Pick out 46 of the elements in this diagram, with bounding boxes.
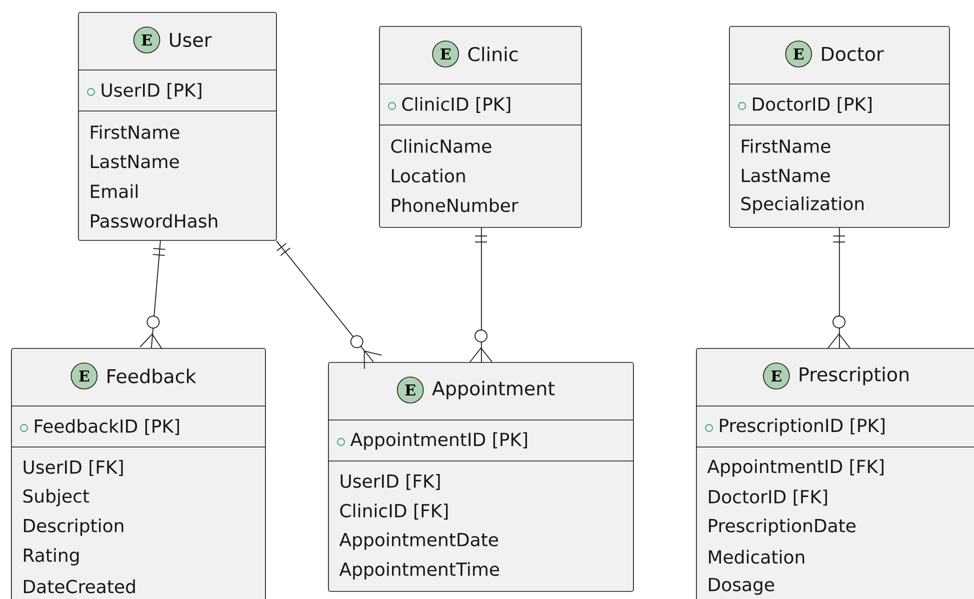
attribute: ClinicName bbox=[391, 139, 492, 153]
entity-badge: E bbox=[785, 40, 812, 68]
attribute: UserID [FK] bbox=[340, 474, 440, 490]
attribute: DoctorID [FK] bbox=[708, 490, 827, 506]
attribute: Dosage bbox=[708, 578, 774, 595]
primary-key: FeedbackID [PK] bbox=[34, 418, 179, 436]
primary-key: DoctorID [PK] bbox=[752, 96, 872, 114]
entity-title: Clinic bbox=[468, 46, 518, 62]
attribute: PrescriptionDate bbox=[708, 518, 856, 536]
relationship-line bbox=[470, 227, 492, 362]
primary-key: ClinicID [PK] bbox=[402, 96, 510, 114]
attribute: Subject bbox=[23, 488, 90, 506]
relationship-line bbox=[140, 240, 166, 350]
entity-badge: E bbox=[432, 40, 460, 68]
attribute: AppointmentDate bbox=[339, 532, 498, 550]
relationship-line bbox=[276, 240, 382, 370]
attribute: AppointmentID [FK] bbox=[707, 459, 884, 477]
entity-badge: E bbox=[762, 362, 790, 390]
attribute: Location bbox=[392, 168, 465, 183]
entity-title: Appointment bbox=[432, 380, 555, 400]
entity-badge: E bbox=[70, 362, 98, 390]
attribute: DateCreated bbox=[24, 579, 135, 594]
attribute: Medication bbox=[708, 550, 804, 564]
attribute: PasswordHash bbox=[90, 214, 218, 228]
primary-key: PrescriptionID [PK] bbox=[720, 418, 884, 436]
entity-badge: E bbox=[396, 376, 424, 404]
relationship-line bbox=[828, 227, 850, 348]
attribute: FirstName bbox=[742, 139, 830, 153]
attribute: ClinicID [FK] bbox=[340, 504, 448, 520]
attribute: LastName bbox=[742, 168, 830, 182]
attribute: AppointmentTime bbox=[339, 562, 500, 580]
attribute: LastName bbox=[90, 154, 179, 168]
entity-title: Feedback bbox=[108, 368, 196, 384]
attribute: Email bbox=[90, 184, 138, 198]
entity-badge: E bbox=[133, 26, 160, 54]
primary-key: UserID [PK] bbox=[102, 82, 202, 100]
entity-title: Doctor bbox=[822, 46, 884, 62]
attribute: Specialization bbox=[741, 196, 864, 214]
attribute: FirstName bbox=[90, 125, 180, 139]
attribute: PhoneNumber bbox=[392, 198, 518, 212]
attribute: UserID [FK] bbox=[24, 460, 123, 476]
attribute: Rating bbox=[24, 548, 79, 566]
attribute: Description bbox=[24, 518, 124, 536]
entity-title: User bbox=[170, 32, 212, 48]
entity-title: Prescription bbox=[800, 366, 908, 386]
primary-key: AppointmentID [PK] bbox=[350, 432, 527, 450]
